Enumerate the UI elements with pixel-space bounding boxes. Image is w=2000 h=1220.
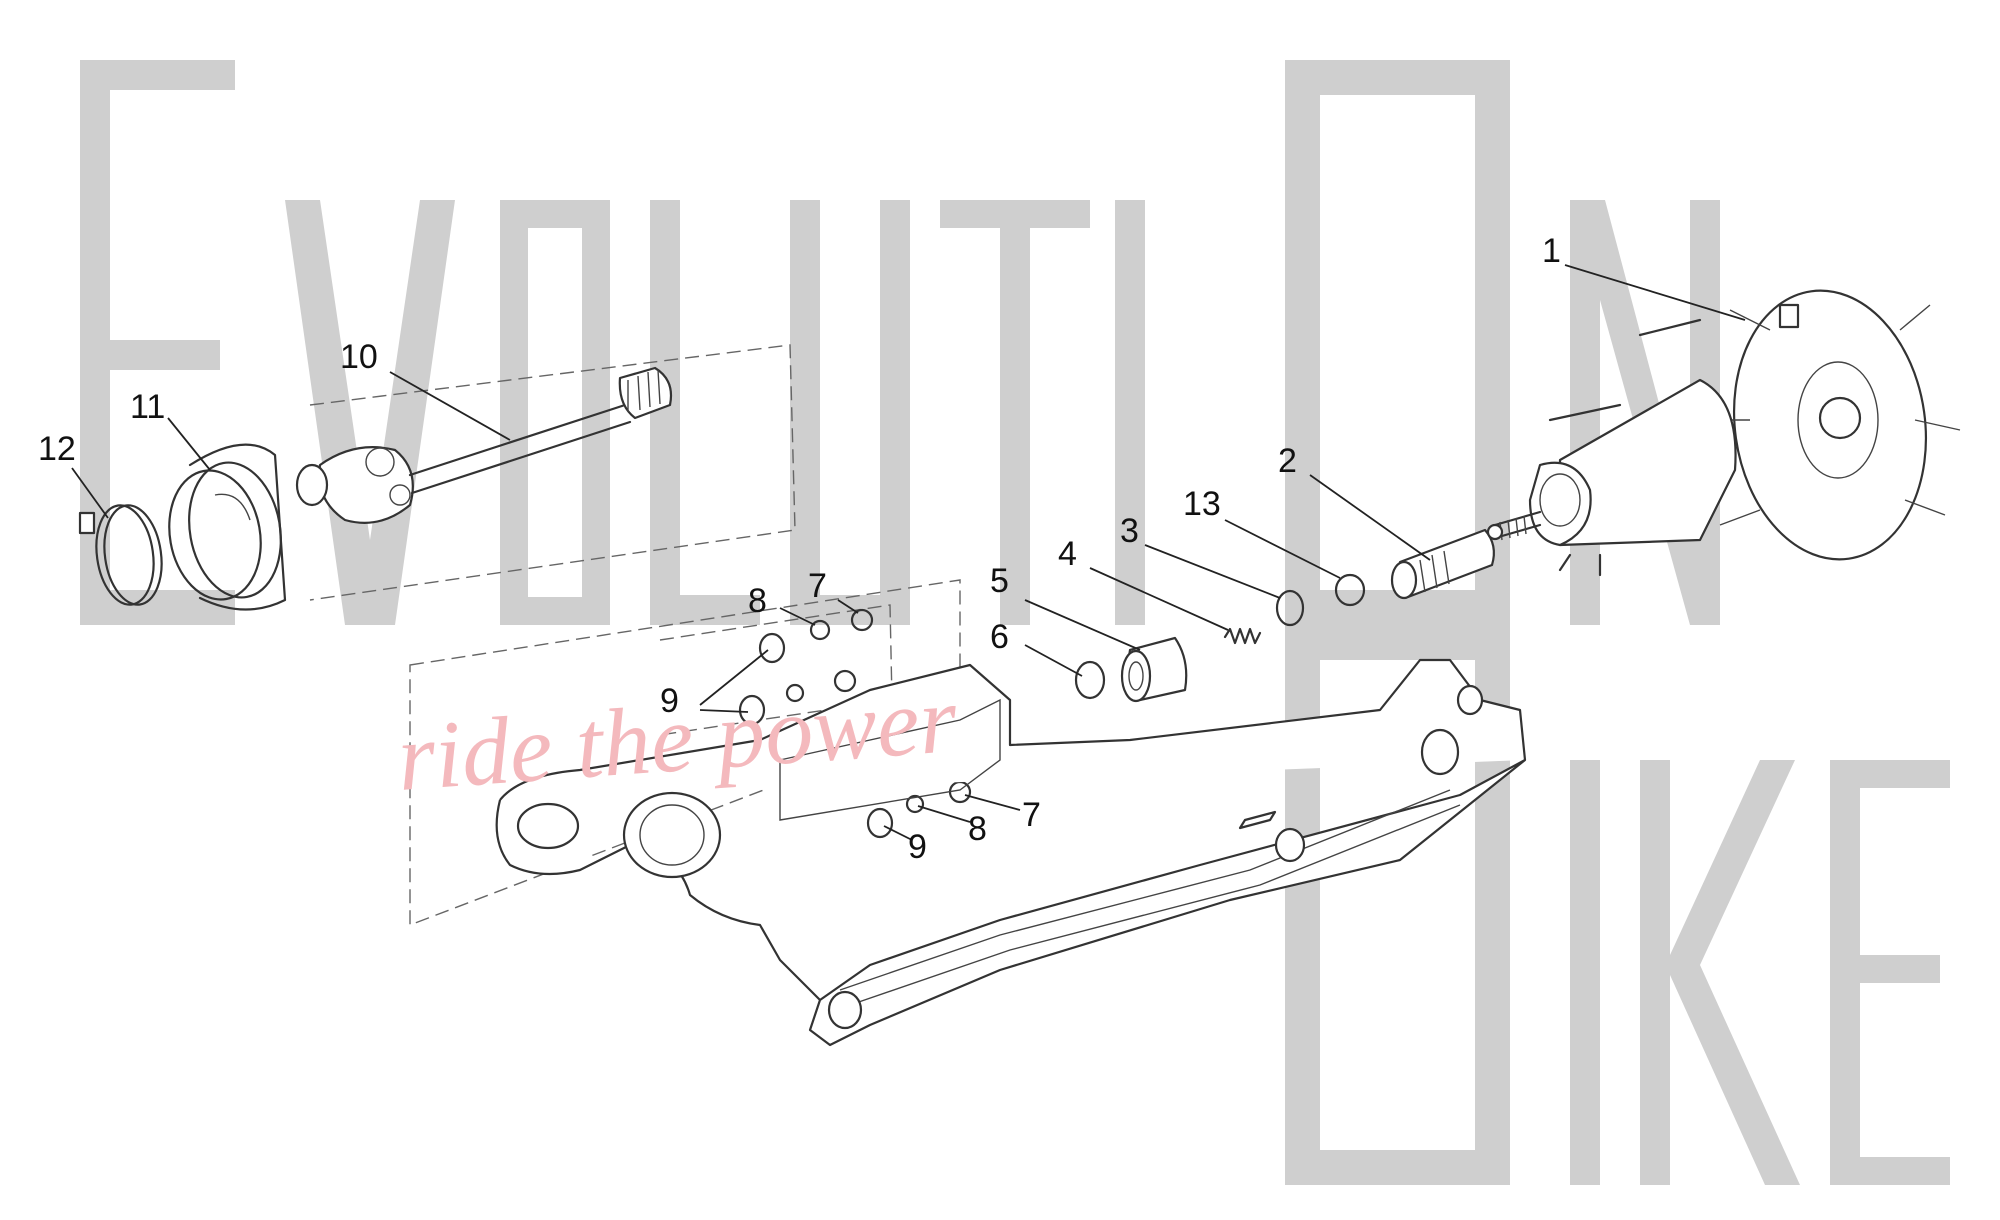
leader-10 <box>389 371 511 441</box>
boot-part <box>168 443 287 611</box>
leader-6 <box>1024 644 1083 677</box>
wm-letter-u <box>790 200 910 625</box>
leader-11 <box>167 417 211 471</box>
wm-letter-o1 <box>500 200 610 625</box>
leader-3 <box>1144 544 1281 599</box>
leader-2 <box>1309 474 1431 561</box>
callout-6: 6 <box>990 618 1009 656</box>
spring-part <box>1223 627 1262 645</box>
callout-labels: 1 2 3 4 5 6 7 7 8 8 9 9 10 11 12 13 <box>38 232 1561 866</box>
oring-part <box>1275 589 1305 627</box>
wm-letter-l <box>650 200 760 625</box>
callout-4: 4 <box>1058 535 1077 573</box>
swingarm-group-outline <box>409 579 961 927</box>
circlip-part <box>1074 660 1106 700</box>
leader-13 <box>1224 519 1341 579</box>
leader-5 <box>1024 599 1141 651</box>
watermark-logo <box>80 60 1950 1185</box>
wm-letter-v <box>285 200 455 625</box>
wm-letter-k <box>1640 760 1800 1185</box>
leader-9b <box>883 825 913 841</box>
bushing-part <box>1120 636 1188 703</box>
clamp-part <box>78 504 163 606</box>
leader-9a2 <box>699 709 749 713</box>
callout-9b: 9 <box>908 828 927 866</box>
fasteners-lower <box>866 780 972 839</box>
wm-letter-e <box>80 60 235 625</box>
leader-8a <box>779 607 816 626</box>
callout-3: 3 <box>1120 512 1139 550</box>
shaft-group-outline <box>309 344 796 601</box>
wm-letter-t <box>940 200 1090 625</box>
leader-8b <box>917 805 971 823</box>
callout-5: 5 <box>990 562 1009 600</box>
wm-letter-o2 <box>1285 60 1510 625</box>
leader-1 <box>1564 264 1746 321</box>
sleeve-part <box>1390 528 1495 600</box>
callout-1: 1 <box>1542 232 1561 270</box>
circlip-13-part <box>1334 573 1366 607</box>
leader-9a <box>699 649 769 706</box>
callout-13: 13 <box>1183 485 1221 523</box>
callout-12: 12 <box>38 430 76 468</box>
leader-7b <box>964 794 1021 811</box>
callout-2: 2 <box>1278 442 1297 480</box>
parts-drawing <box>78 289 1961 1047</box>
callout-11: 11 <box>130 388 165 426</box>
leader-lines <box>71 264 1746 841</box>
callout-8a: 8 <box>748 582 767 620</box>
leader-4 <box>1089 567 1229 631</box>
wm-letter-i <box>1115 200 1145 625</box>
wm-letter-i2 <box>1570 760 1600 1185</box>
callout-7b: 7 <box>1022 796 1041 834</box>
callout-9a: 9 <box>660 682 679 720</box>
wm-letter-b <box>1285 625 1510 1185</box>
leader-7a <box>837 599 859 614</box>
swingarm-part <box>495 658 1527 1047</box>
callout-7a: 7 <box>808 567 827 605</box>
drive-shaft-part <box>295 366 673 524</box>
final-drive-part <box>1486 289 1961 577</box>
bolt-group-outline <box>659 604 893 736</box>
fasteners-upper <box>738 608 874 726</box>
wm-letter-e2 <box>1830 760 1950 1185</box>
leader-12 <box>71 467 109 519</box>
callout-10: 10 <box>340 338 378 376</box>
callout-8b: 8 <box>968 810 987 848</box>
